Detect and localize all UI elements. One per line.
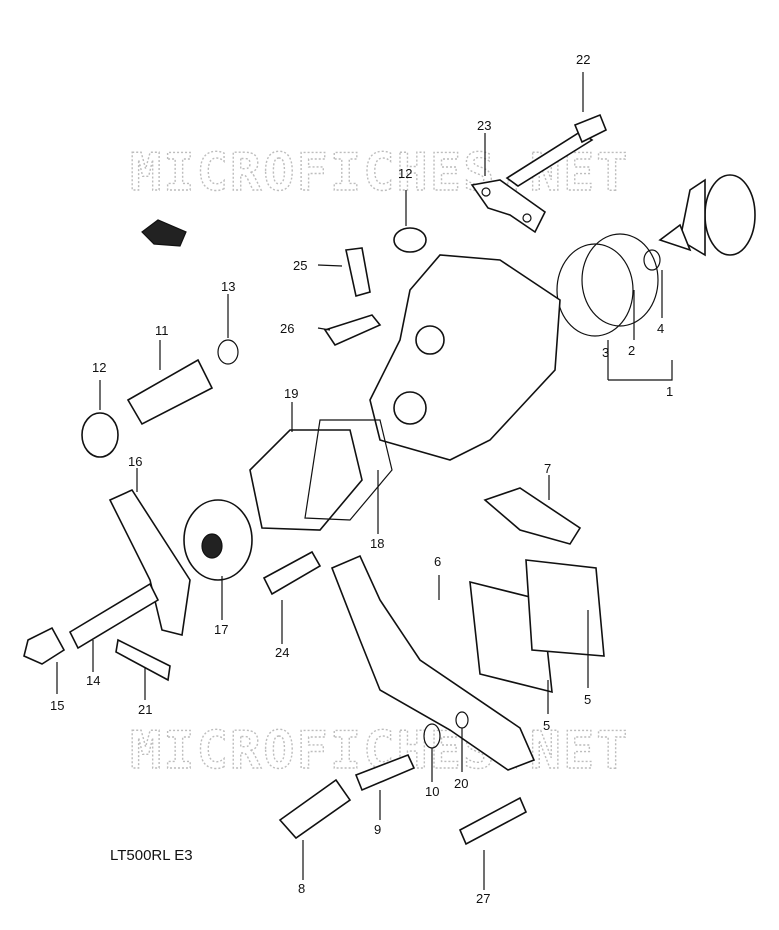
- boot-12-upper: [393, 227, 427, 253]
- spring-21: [115, 638, 171, 682]
- cam-wheel-17: [183, 499, 253, 581]
- bleeder-cap-26: [323, 314, 382, 347]
- o-ring-4: [643, 249, 661, 271]
- callout-8: 8: [298, 881, 305, 896]
- nut-15: [23, 626, 66, 665]
- lock-plate-23: [470, 179, 547, 234]
- bolt-24: [262, 550, 322, 596]
- callout-16: 16: [128, 454, 142, 469]
- callout-5-left: 5: [543, 718, 550, 733]
- callout-3: 3: [602, 345, 609, 360]
- callout-26: 26: [280, 321, 294, 336]
- piston-1: [658, 174, 756, 257]
- piston-seal-2: [581, 233, 659, 327]
- model-label: LT500RL E3: [110, 847, 193, 864]
- callout-17: 17: [214, 622, 228, 637]
- boot-12-lower: [81, 412, 119, 458]
- bracket-6: [330, 554, 536, 771]
- callout-23: 23: [477, 118, 491, 133]
- callout-14: 14: [86, 673, 100, 688]
- pin-8: [278, 778, 352, 840]
- adjuster-screw-14: [68, 582, 160, 650]
- brake-pad-5b: [525, 559, 605, 657]
- callout-19: 19: [284, 386, 298, 401]
- bolt-27: [458, 796, 528, 846]
- slide-pin-11: [126, 358, 214, 426]
- leader-lines: [56, 72, 673, 890]
- callout-22: 22: [576, 52, 590, 67]
- bleeder-valve-25: [345, 247, 371, 298]
- callout-2: 2: [628, 343, 635, 358]
- lever-16: [108, 488, 191, 636]
- callout-24: 24: [275, 645, 289, 660]
- caliper-body: [369, 254, 561, 461]
- callout-9: 9: [374, 822, 381, 837]
- callout-7: 7: [544, 461, 551, 476]
- pad-spring-7: [483, 487, 582, 545]
- callout-10: 10: [425, 784, 439, 799]
- callout-12-lower: 12: [92, 360, 106, 375]
- callout-20: 20: [454, 776, 468, 791]
- front-arrow-icon: [141, 219, 187, 247]
- callout-27: 27: [476, 891, 490, 906]
- callout-13: 13: [221, 279, 235, 294]
- callout-4: 4: [657, 321, 664, 336]
- callout-5-right: 5: [584, 692, 591, 707]
- actuator-19: [249, 429, 363, 531]
- callout-25: 25: [293, 258, 307, 273]
- callout-11: 11: [155, 323, 169, 338]
- circlip-13: [217, 339, 239, 365]
- callout-6: 6: [434, 554, 441, 569]
- callout-21: 21: [138, 702, 152, 717]
- callout-1: 1: [666, 384, 673, 399]
- dust-seal-3: [556, 243, 634, 337]
- callout-18: 18: [370, 536, 384, 551]
- bolt-22: [505, 113, 608, 187]
- pin-9: [354, 753, 416, 792]
- callout-12-upper: 12: [398, 166, 412, 181]
- gasket-18: [304, 419, 393, 521]
- watermark-top: MICROFICHES.NET: [130, 143, 630, 203]
- callout-15: 15: [50, 698, 64, 713]
